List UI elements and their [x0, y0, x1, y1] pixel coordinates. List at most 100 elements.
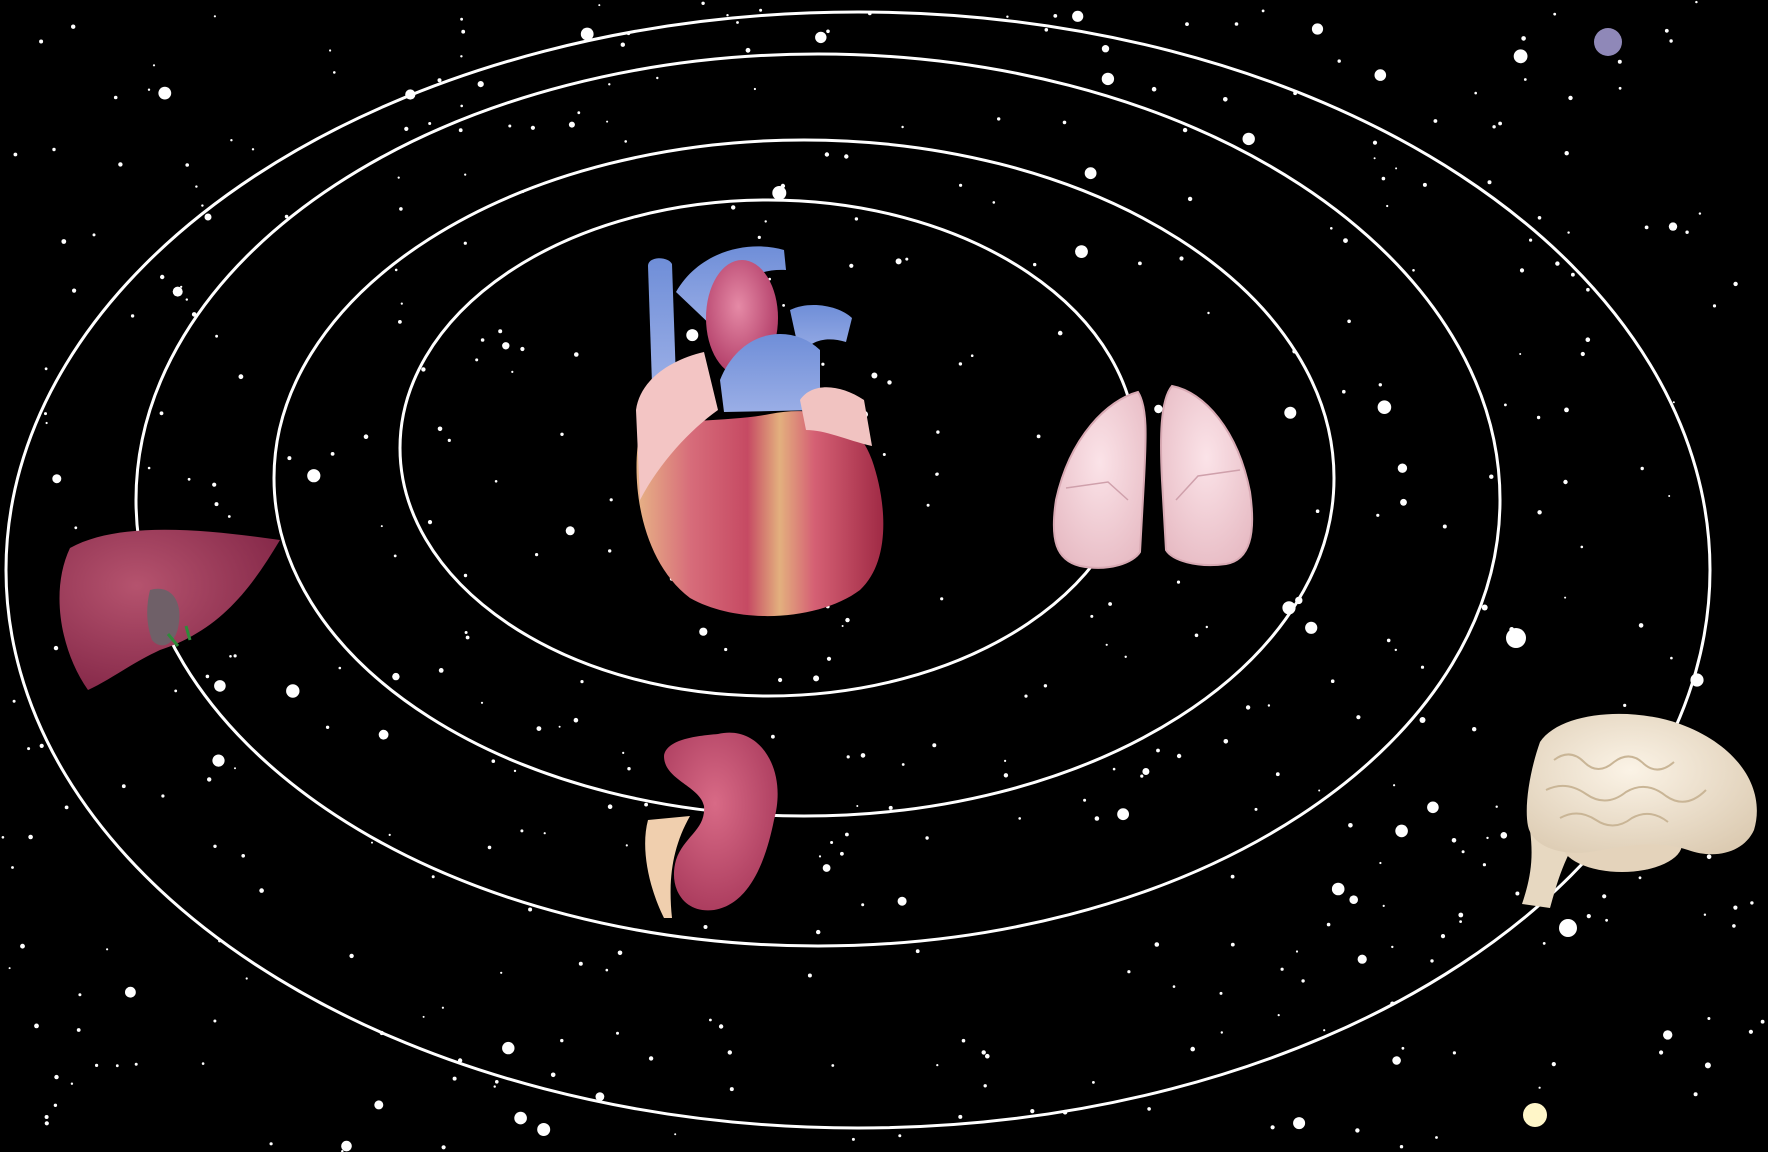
- star: [1685, 231, 1688, 234]
- star: [1318, 790, 1320, 792]
- star: [508, 125, 511, 128]
- star: [644, 803, 648, 807]
- star: [329, 49, 331, 51]
- star: [608, 804, 613, 809]
- star: [520, 347, 524, 351]
- star: [1539, 1087, 1541, 1089]
- star: [287, 456, 291, 460]
- star: [902, 763, 905, 766]
- star: [606, 969, 609, 972]
- star: [61, 239, 66, 244]
- star: [188, 478, 191, 481]
- star: [531, 126, 535, 130]
- star: [1571, 273, 1575, 277]
- star: [852, 1138, 855, 1141]
- star: [44, 412, 47, 415]
- star: [649, 1056, 653, 1060]
- star: [984, 1084, 987, 1087]
- star: [577, 111, 580, 114]
- star: [925, 836, 928, 839]
- star: [560, 1039, 563, 1042]
- star: [466, 636, 470, 640]
- star: [758, 236, 761, 239]
- star: [174, 690, 177, 693]
- star: [1188, 197, 1192, 201]
- star: [1085, 167, 1097, 179]
- star: [1553, 13, 1556, 16]
- star: [465, 631, 468, 634]
- star: [1639, 876, 1642, 879]
- star: [627, 767, 630, 770]
- star: [1033, 263, 1036, 266]
- star: [148, 467, 151, 470]
- star: [1262, 10, 1265, 13]
- star: [207, 777, 211, 781]
- star: [618, 951, 623, 956]
- star: [1639, 623, 1644, 628]
- star: [1379, 383, 1382, 386]
- star: [1733, 906, 1737, 910]
- star: [730, 1087, 734, 1091]
- star: [719, 1024, 723, 1028]
- star: [808, 974, 812, 978]
- star: [1618, 60, 1622, 64]
- star: [475, 358, 478, 361]
- star: [1504, 404, 1507, 407]
- star: [34, 1024, 39, 1029]
- star: [131, 314, 134, 317]
- star: [2, 836, 5, 839]
- star: [52, 474, 61, 483]
- star: [494, 1085, 496, 1087]
- star: [1331, 679, 1335, 683]
- star: [993, 201, 996, 204]
- star: [1733, 282, 1737, 286]
- star: [1472, 727, 1476, 731]
- star: [1301, 979, 1304, 982]
- star: [1018, 817, 1021, 820]
- star: [1705, 1062, 1711, 1068]
- star: [428, 520, 432, 524]
- star: [1138, 262, 1142, 266]
- star: [1581, 352, 1585, 356]
- star: [896, 258, 902, 264]
- star: [935, 473, 938, 476]
- star: [186, 298, 188, 300]
- star: [1402, 1047, 1405, 1050]
- star: [916, 949, 920, 953]
- star: [1524, 78, 1527, 81]
- star: [772, 186, 786, 200]
- star: [1223, 97, 1228, 102]
- star: [1296, 950, 1298, 952]
- star: [580, 680, 583, 683]
- star: [478, 81, 484, 87]
- star: [1453, 1051, 1456, 1054]
- star: [481, 338, 485, 342]
- star: [40, 744, 44, 748]
- star: [212, 755, 224, 767]
- star: [1391, 946, 1393, 948]
- star: [514, 1112, 527, 1125]
- star: [1246, 705, 1250, 709]
- star: [1496, 806, 1498, 808]
- star: [1147, 1107, 1151, 1111]
- star: [428, 122, 431, 125]
- star: [1537, 510, 1541, 514]
- star: [985, 1054, 990, 1059]
- star: [847, 755, 850, 758]
- star: [898, 897, 907, 906]
- star: [1586, 337, 1591, 342]
- star: [1355, 1128, 1359, 1132]
- star: [608, 83, 610, 85]
- star: [464, 174, 466, 176]
- star: [1058, 331, 1063, 336]
- star: [1668, 495, 1670, 497]
- star: [389, 834, 391, 836]
- star: [520, 829, 523, 832]
- star: [14, 153, 18, 157]
- star: [1520, 268, 1524, 272]
- star: [1053, 14, 1057, 18]
- star: [1412, 269, 1415, 272]
- star: [502, 342, 509, 349]
- star: [959, 184, 962, 187]
